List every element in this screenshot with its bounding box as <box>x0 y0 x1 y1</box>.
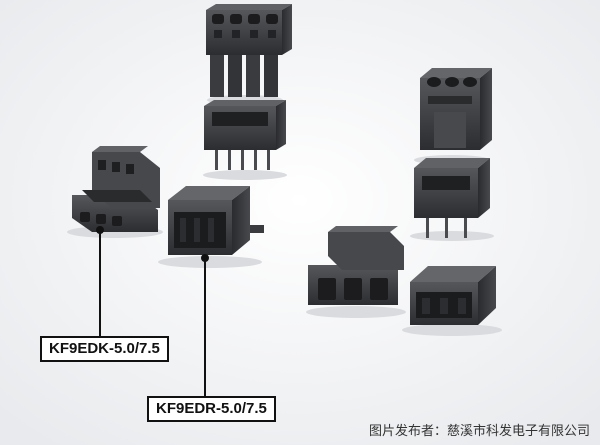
header-kf9edr <box>158 186 264 268</box>
header-right-middle <box>410 158 494 241</box>
plug-kf9edk <box>67 146 163 238</box>
callout-line-kf9edk <box>96 226 104 337</box>
callout-line-kf9edr <box>201 254 209 397</box>
part-label-kf9edr: KF9EDR-5.0/7.5 <box>147 396 276 422</box>
plug-bottom-middle <box>306 226 406 318</box>
part-label-kf9edk: KF9EDK-5.0/7.5 <box>40 336 169 362</box>
plug-top-center <box>206 4 292 105</box>
publisher-watermark: 图片发布者：慈溪市科发电子有限公司 <box>368 424 590 439</box>
header-bottom-right <box>402 266 502 336</box>
header-center-top <box>203 100 287 180</box>
